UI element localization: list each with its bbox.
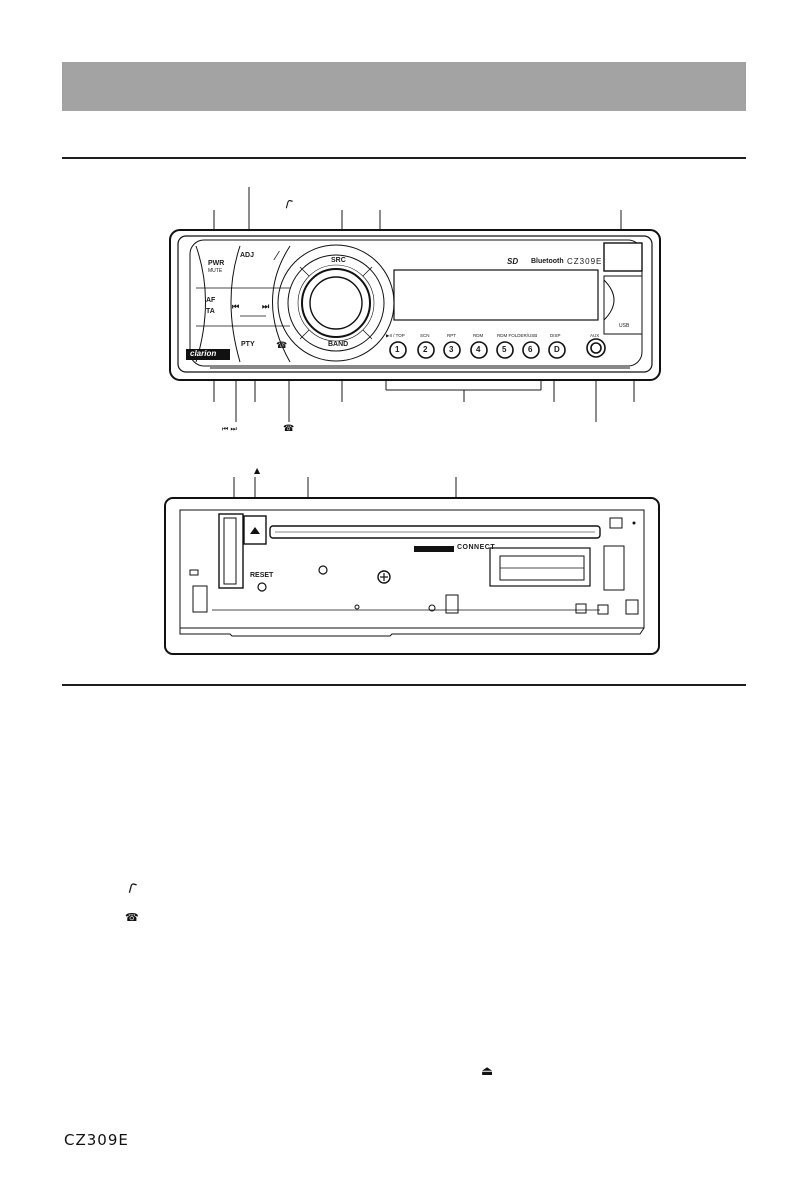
preset-label-1: ▶II / TOP	[386, 333, 405, 338]
chassis-diagram	[164, 477, 660, 655]
preset-label-4: RDM	[473, 333, 484, 338]
pwr-button[interactable]: PWR	[208, 260, 225, 267]
panel-next-icon[interactable]: ⏭	[262, 302, 270, 311]
hangup-phone-icon: ☎	[125, 911, 139, 924]
callout-prev-next-icon: ⏮ ⏭	[222, 425, 237, 433]
eject-icon: ⏏	[481, 1064, 494, 1079]
sd-logo: SD	[507, 257, 519, 266]
bluetooth-logo: Bluetooth	[531, 258, 564, 265]
brand-logo: clarion	[190, 349, 217, 358]
callout-eject-icon: ▲	[254, 466, 261, 475]
panel-model: CZ309E	[567, 257, 603, 266]
preset-label-2: SCN	[420, 333, 430, 338]
answer-phone-icon: ╭	[124, 873, 139, 894]
section-header-bar	[62, 62, 746, 111]
callout-hangup-icon: ☎	[283, 424, 295, 434]
mute-label: MUTE	[208, 268, 223, 274]
preset-2[interactable]: 2	[423, 345, 428, 354]
src-button[interactable]: SRC	[331, 257, 346, 264]
preset-label-56: RDM FOLDER/USB	[497, 333, 538, 338]
usb-label: USB	[619, 323, 630, 329]
preset-label-3: RPT	[447, 333, 456, 338]
preset-4[interactable]: 4	[476, 345, 481, 354]
pty-button[interactable]: PTY	[241, 341, 255, 348]
front-panel-labels: PWR MUTE ADJ SRC BAND AF TA PTY clarion …	[0, 0, 808, 470]
band-button[interactable]: BAND	[328, 341, 349, 348]
panel-prev-icon[interactable]: ⏮	[232, 302, 240, 311]
preset-button-shapes	[389, 338, 606, 359]
af-button[interactable]: AF	[206, 297, 216, 304]
reset-label: RESET	[250, 572, 274, 579]
preset-3[interactable]: 3	[449, 345, 454, 354]
preset-5[interactable]: 5	[502, 345, 507, 354]
ta-button[interactable]: TA	[206, 308, 215, 315]
footer-model: CZ309E	[64, 1131, 129, 1149]
chassis-labels: CONNECT RESET	[250, 544, 496, 579]
adj-button[interactable]: ADJ	[240, 252, 255, 259]
aux-label: AUX	[590, 333, 600, 338]
panel-hangup-icon[interactable]: ☎	[276, 341, 288, 351]
preset-6[interactable]: 6	[528, 345, 533, 354]
connect-label: CONNECT	[457, 544, 496, 551]
top-rule	[62, 157, 746, 159]
preset-1[interactable]: 1	[395, 345, 400, 354]
preset-d[interactable]: D	[554, 345, 560, 354]
preset-label-d: DISP	[550, 333, 561, 338]
panel-answer-icon[interactable]: ∕	[276, 248, 279, 263]
bottom-rule	[62, 684, 746, 686]
front-panel-diagram	[169, 187, 661, 422]
